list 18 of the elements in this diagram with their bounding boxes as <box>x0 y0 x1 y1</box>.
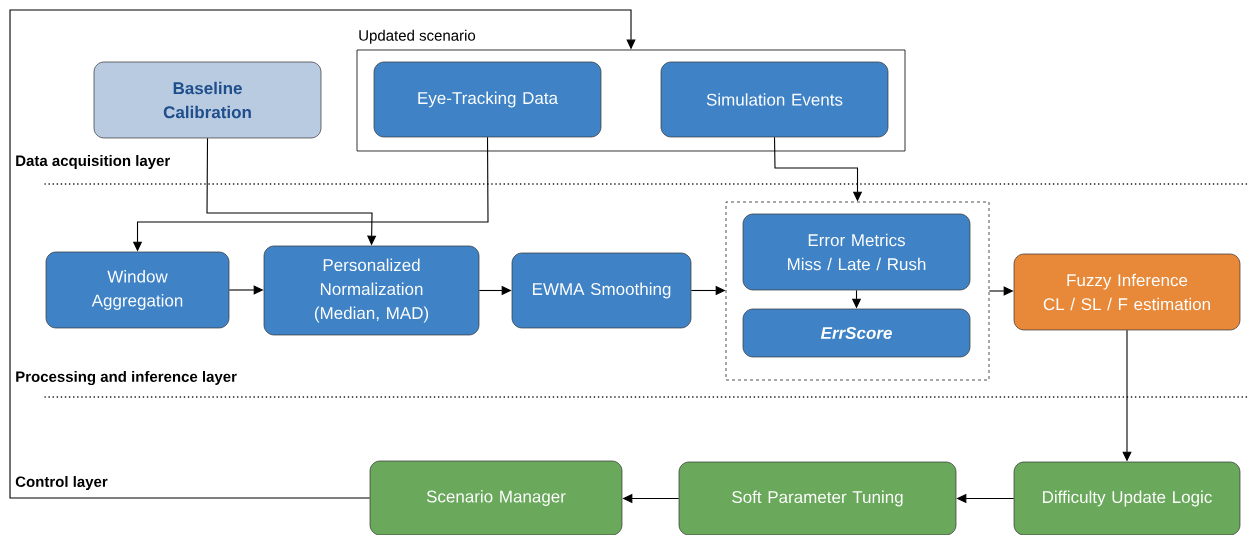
process-box: Baseline Calibration <box>93 61 322 139</box>
process-box: Window Aggregation <box>45 251 230 329</box>
process-box: Fuzzy Inference CL / SL / F estimation <box>1013 253 1241 331</box>
group-heading: Updated scenario <box>359 29 476 44</box>
process-box: ErrScore <box>742 308 971 358</box>
process-box: Eye-Tracking Data <box>373 61 602 138</box>
layer-label: Data acquisition layer <box>16 155 171 169</box>
process-box: Personalized Normalization (Median, MAD) <box>263 245 480 336</box>
process-box: EWMA Smoothing <box>511 252 692 329</box>
process-box: Scenario Manager <box>369 460 623 535</box>
layer-label: Control layer <box>15 476 108 490</box>
process-box: Error Metrics Miss / Late / Rush <box>742 213 971 291</box>
process-box: Simulation Events <box>660 61 889 138</box>
arrow <box>9 9 636 499</box>
layer-label: Processing and inference layer <box>16 370 237 385</box>
group-frame <box>725 201 990 381</box>
process-box: Difficulty Update Logic <box>1013 461 1241 535</box>
process-box: Soft Parameter Tuning <box>678 461 957 535</box>
